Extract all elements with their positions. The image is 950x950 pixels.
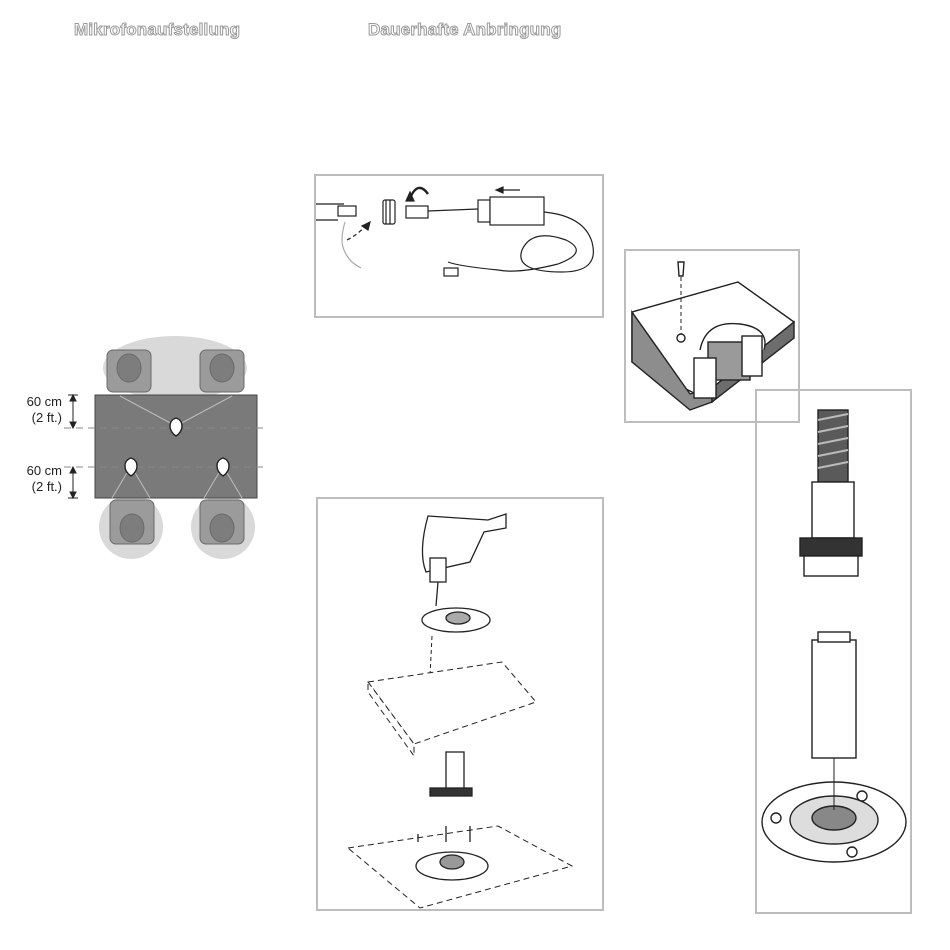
grommet-illustration — [632, 262, 794, 410]
person-icon — [107, 350, 151, 392]
person-icon — [200, 500, 244, 544]
person-icon — [110, 500, 154, 544]
gooseneck-illustration — [762, 410, 906, 862]
person-icon — [200, 350, 244, 392]
drill-mounting-illustration — [348, 514, 572, 908]
dimension-arrows — [68, 395, 78, 498]
placement-diagram — [64, 336, 268, 559]
cable-connection-illustration — [316, 187, 593, 276]
